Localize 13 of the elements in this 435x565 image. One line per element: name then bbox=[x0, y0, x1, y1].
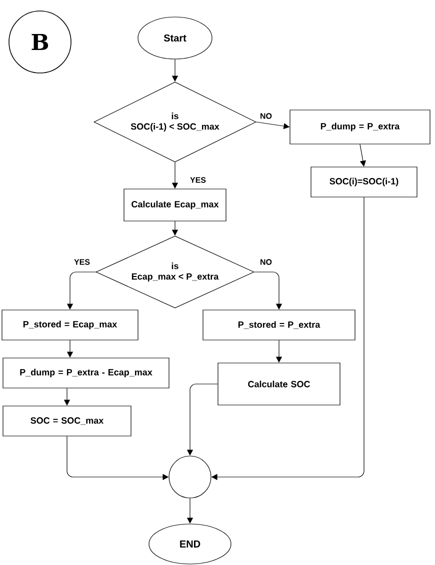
edge-label: YES bbox=[74, 259, 90, 265]
edge-label: NO bbox=[260, 113, 272, 119]
process-box: Calculate Ecap_max bbox=[124, 188, 226, 222]
process-box: Calculate SOC bbox=[218, 362, 340, 406]
edge-label: NO bbox=[260, 259, 272, 265]
edge-label: YES bbox=[190, 177, 206, 183]
process-box: P_dump = P_extra - Ecap_max bbox=[2, 358, 170, 388]
process-box: SOC(i)=SOC(i-1) bbox=[310, 166, 418, 198]
process-box: SOC = SOC_max bbox=[2, 406, 132, 436]
process-box: P_dump = P_extra bbox=[290, 110, 430, 144]
connector-circle bbox=[168, 456, 212, 498]
process-box: P_stored = P_extra bbox=[202, 310, 356, 340]
process-box: P_stored = Ecap_max bbox=[2, 310, 138, 340]
